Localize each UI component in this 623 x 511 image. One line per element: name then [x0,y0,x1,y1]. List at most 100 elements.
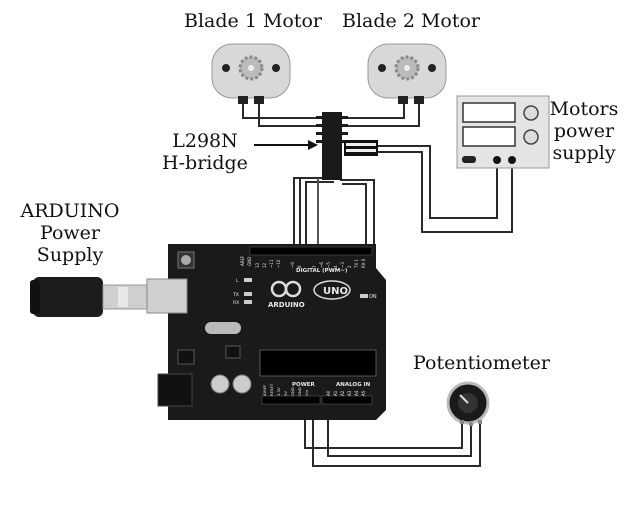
power-supply-knob-top [523,105,539,121]
power-supply-terminal-pos [508,156,516,164]
motor-1-terminal-b [254,96,264,104]
power-pin-label: 5V [283,391,288,396]
crystal [205,322,241,334]
arduino-power-supply-label: ARDUINO Power Supply [10,200,130,266]
power-pin-label: IOREF [262,385,267,396]
digital-label-text: DIGITAL (PWM~) [296,268,348,274]
analog-pin-label: A5 [361,390,366,396]
digital-pin-label: 8 [297,265,302,268]
arduino-logo-icon [270,280,302,298]
potentiometer-leg-1 [460,420,464,424]
blade-2-motor-label: Blade 2 Motor [342,10,480,32]
h-bridge-header [344,140,378,156]
led-tx [244,292,252,296]
potentiometer-leg-3 [478,420,482,424]
gnd-label-text: GND [247,257,252,266]
power-pin-label: GND [290,387,295,396]
small-chip [225,345,241,359]
arduino-ps-label-line3: Supply [36,244,104,266]
led-on [360,294,368,298]
motor-1-hole-right [272,64,280,72]
analog-pin-label: A1 [333,390,338,396]
digital-pin-label: 12 [262,262,267,268]
motors-ps-label-line1: Motors [549,98,619,120]
digital-pin-label: TX 1 [354,259,359,269]
motors-power-supply-label: Motors power supply [548,98,620,164]
motor-2-terminal-a [398,96,408,104]
capacitor-1 [210,374,230,394]
board-name-text: ARDUINO [268,301,305,309]
potentiometer-indicator [459,394,469,404]
motor-2-shaft [404,65,410,71]
h-bridge-header-pin-b [346,149,376,152]
arduino-uno-board: ARDUINO UNO DIGITAL (PWM~) POWER ANALOG … [146,244,386,420]
arduino-ps-label-line2: Power [39,222,101,244]
blade-1-motor [211,43,291,104]
led-l [244,278,252,282]
motor-1-terminal-a [238,96,248,104]
analog-pin-label: A4 [354,390,359,396]
h-bridge-label: L298N H-bridge [155,130,255,174]
dc-jack [157,373,193,407]
rx-label-text: RX [233,300,239,306]
digital-pin-label: 4 [333,265,338,268]
power-supply-display-top [462,102,516,123]
digital-pin-label: ~5 [326,262,331,268]
power-pin-label: GND [297,387,302,396]
blade-1-motor-label: Blade 1 Motor [184,10,322,32]
potentiometer [446,381,490,426]
usb-connector [146,278,188,314]
power-plug-barrel-shine [118,287,128,307]
h-bridge-chip [316,112,378,180]
arduino-power-plug [30,277,148,317]
digital-header [249,246,373,256]
analog-pin-label: A2 [340,390,345,396]
power-pin-label: 3.3V [276,387,281,396]
digital-pin-label: ~9 [290,262,295,268]
h-bridge-arrow [254,140,318,150]
analog-label-text: ANALOG IN [336,382,371,388]
potentiometer-leg-2 [469,422,473,426]
analog-pin-labels: A0 A1 A2 A3 A4 A5 [326,390,366,396]
motors-ps-label-line3: supply [552,142,616,164]
motor-2-terminal-b [414,96,424,104]
h-bridge-label-line2: H-bridge [162,152,248,174]
digital-pin-label: 2 [347,265,352,268]
capacitor-2 [232,374,252,394]
power-supply-knob-bottom [523,129,539,145]
h-bridge-label-line1: L298N [172,130,238,152]
analog-pin-label: A0 [326,390,331,396]
digital-pin-labels: 13 12 ~11 ~10 ~9 8 7 ~6 ~5 4 ~3 2 TX 1 R… [255,258,366,269]
wiring [242,102,513,467]
power-supply-switch [462,156,476,163]
analog-header [321,395,373,405]
motor-1-hole-left [222,64,230,72]
motors-power-supply [456,95,550,169]
tx-label-text: TX [232,292,239,298]
digital-pin-label: ~3 [340,262,345,268]
digital-pin-label: ~11 [269,259,274,268]
h-bridge-header-pin-a [346,143,376,146]
reset-button-cap [181,255,191,265]
led-rx [244,300,252,304]
l-label-text: L [236,278,239,284]
board-model-text: UNO [323,286,348,297]
motor-2-hole-left [378,64,386,72]
arduino-ps-label-line1: ARDUINO [20,200,120,222]
power-plug-cap [30,280,40,314]
digital-pin-label: ~10 [276,259,281,268]
power-pin-label: RESET [269,383,274,396]
power-label-text: POWER [292,382,316,388]
blade-2-motor [367,43,447,104]
power-plug-body [33,277,103,317]
h-bridge-body [322,112,342,180]
power-supply-display-bottom [462,126,516,147]
analog-pin-label: A3 [347,390,352,396]
on-label-text: ON [369,294,377,300]
power-pin-label: Vin [304,389,309,396]
power-pin-labels: IOREF RESET 3.3V 5V GND GND Vin [262,383,309,396]
uno-badge [313,280,351,300]
digital-pin-label: RX 0 [361,258,366,268]
motor-1-shaft [248,65,254,71]
